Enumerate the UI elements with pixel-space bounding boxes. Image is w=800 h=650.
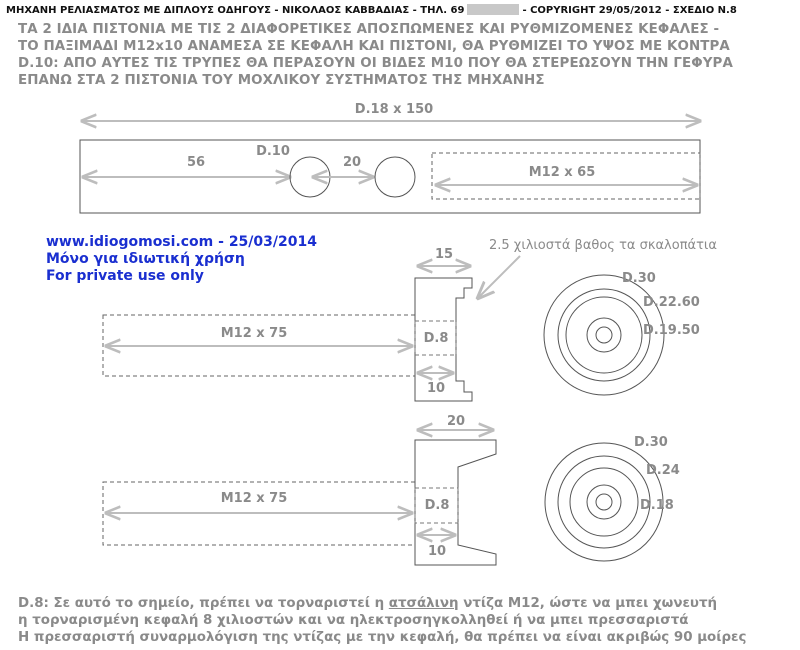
- intro-line-1: ΤΑ 2 ΙΔΙΑ ΠΙΣΤΟΝΙΑ ΜΕ ΤΙΣ 2 ΔΙΑΦΟΡΕΤΙΚΕΣ…: [18, 22, 720, 37]
- intro-line-3: D.10: ΑΠΟ ΑΥΤΕΣ ΤΙΣ ΤΡΥΠΕΣ ΘΑ ΠΕΡΑΣΟΥΝ Ο…: [18, 56, 733, 71]
- label-thread: M12 x 65: [529, 165, 596, 180]
- head-2-front-view: D.30 D.24 D.18: [544, 435, 680, 562]
- site-url: www.idiogomosi.com - 25/03/2014: [46, 234, 317, 250]
- head-1-front-view: D.30 D.22.60 D.19.50: [543, 271, 700, 396]
- h2-bore: [414, 487, 459, 524]
- h1-rod: [102, 314, 416, 377]
- h2-label-width: 20: [447, 414, 465, 429]
- h2-label-d-inner: D.18: [640, 498, 674, 513]
- header-left: ΜΗΧΑΝΗ ΡΕΛΙΑΣΜΑΤΟΣ ΜΕ ΔΙΠΛΟΥΣ ΟΔΗΓΟΥΣ - …: [6, 5, 465, 16]
- h1-label-d-inner: D.19.50: [643, 323, 700, 338]
- h2-label-d-outer: D.30: [634, 435, 668, 450]
- intro-line-4: ΕΠΑΝΩ ΣΤΑ 2 ΠΙΣΤΟΝΙΑ ΤΟΥ ΜΟΧΛΙΚΟΥ ΣΥΣΤΗΜ…: [18, 73, 545, 88]
- h1-bore: [414, 320, 457, 356]
- h1-head-profile: [414, 277, 473, 402]
- footer-line-1-underlined: ατσάλινη: [388, 596, 459, 611]
- h1-circle-inner: [565, 296, 643, 374]
- label-offset: 56: [187, 155, 205, 170]
- footer-line-1: D.8: Σε αυτό το σημείο, πρέπει να τορναρ…: [18, 596, 717, 611]
- footer-line-1-pre: D.8: Σε αυτό το σημείο, πρέπει να τορναρ…: [18, 596, 389, 611]
- h1-circle-outer: [543, 274, 665, 396]
- hole-2: [374, 156, 416, 198]
- private-use-greek: Μόνο για ιδιωτική χρήση: [46, 251, 245, 267]
- h1-label-width: 15: [435, 247, 453, 262]
- thread-region: [431, 152, 701, 200]
- intro-line-2: ΤΟ ΠΑΞΙΜΑΔΙ Μ12x10 ΑΝΑΜΕΣΑ ΣΕ ΚΕΦΑΛΗ ΚΑΙ…: [18, 39, 730, 54]
- h2-circle-mid: [557, 455, 651, 549]
- h2-head-profile: [414, 439, 497, 566]
- head-2-side-view: 20 M12 x 75 D.8 10: [102, 414, 497, 566]
- h2-label-rod: M12 x 75: [221, 491, 288, 506]
- footer-line-2: η τορναρισμένη κεφαλή 8 χιλιοστών και να…: [18, 613, 689, 628]
- h1-circle-bore-outer: [586, 317, 622, 353]
- label-hole: D.10: [256, 144, 290, 159]
- h2-label-bore: D.8: [425, 498, 450, 513]
- h2-label-d-mid: D.24: [646, 463, 680, 478]
- h1-circle-bore-inner: [595, 326, 613, 344]
- h2-circle-bore-inner: [595, 493, 613, 511]
- label-spacing: 20: [343, 155, 361, 170]
- h1-label-d-outer: D.30: [622, 271, 656, 286]
- header-title: ΜΗΧΑΝΗ ΡΕΛΙΑΣΜΑΤΟΣ ΜΕ ΔΙΠΛΟΥΣ ΟΔΗΓΟΥΣ - …: [6, 4, 737, 16]
- h2-circle-outer: [544, 442, 664, 562]
- h1-label-depth: 10: [427, 381, 445, 396]
- h1-label-rod: M12 x 75: [221, 326, 288, 341]
- bar-outline: [79, 139, 701, 214]
- header-right: - COPYRIGHT 29/05/2012 - ΣΧΕΔΙΟ Ν.8: [522, 5, 737, 16]
- footer-line-1-post: ντίζα M12, ώστε να μπει χωνευτή: [458, 596, 718, 611]
- h2-label-depth: 10: [428, 544, 446, 559]
- bar-drawing: D.18 x 150 56 D.10 20 M12 x 65: [79, 102, 701, 214]
- redacted-phone: [467, 4, 520, 15]
- h1-label-d-mid: D.22.60: [643, 295, 700, 310]
- h1-label-bore: D.8: [424, 331, 449, 346]
- footer-line-3: Η πρεσσαριστή συναρμολόγιση της ντίζας μ…: [18, 630, 747, 645]
- private-use-english: For private use only: [46, 268, 204, 284]
- h1-circle-mid: [557, 288, 651, 382]
- step-note-leader: [478, 255, 521, 298]
- head-1-side-view: 15 M12 x 75 D.8 10: [102, 247, 473, 402]
- label-overall: D.18 x 150: [355, 102, 433, 117]
- step-depth-note: 2.5 χιλιοστά βαθος τα σκαλοπάτια: [489, 238, 717, 253]
- h2-circle-bore-outer: [586, 484, 622, 520]
- h2-circle-inner: [569, 467, 639, 537]
